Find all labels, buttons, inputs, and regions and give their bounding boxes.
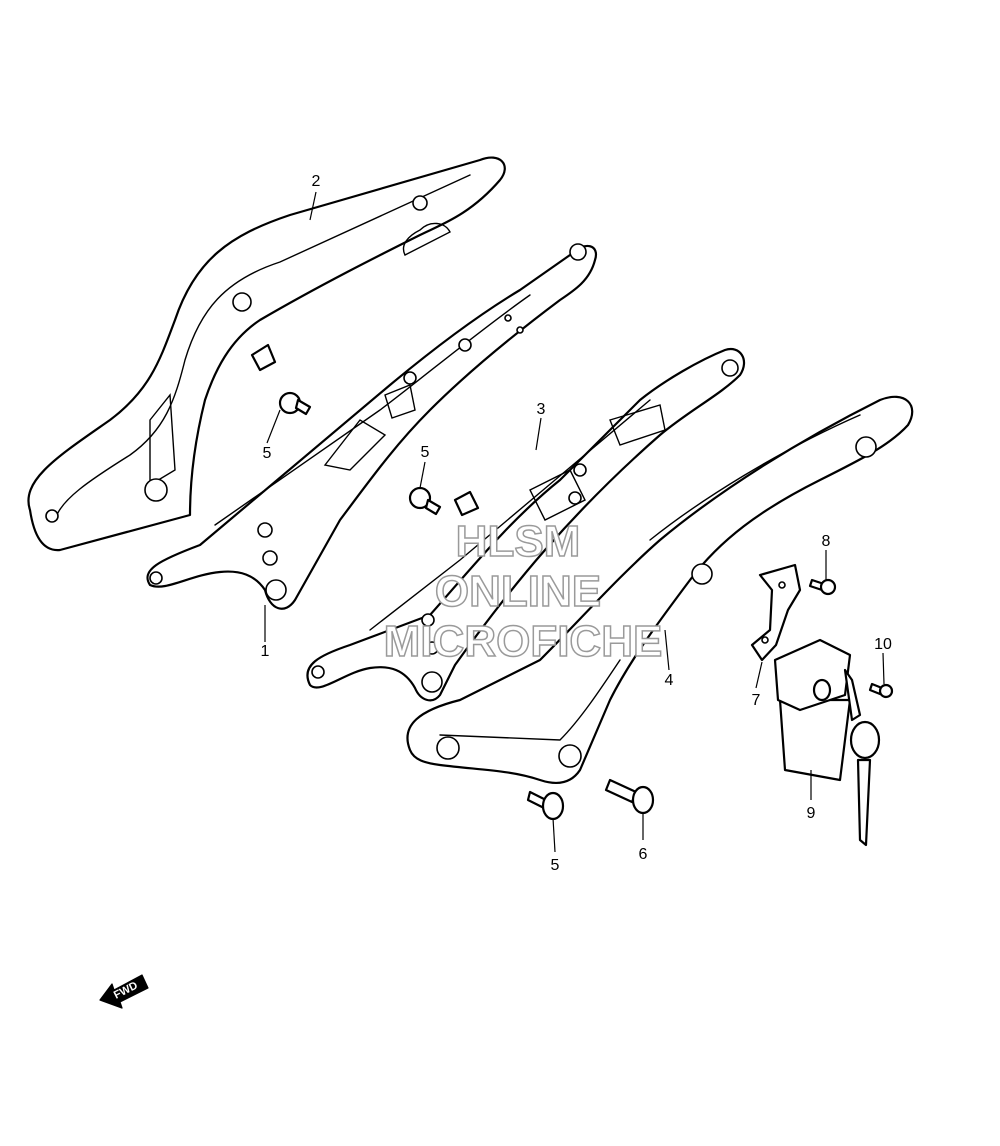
callout-5b: 5: [421, 444, 430, 461]
callout-5c: 5: [551, 857, 560, 874]
part-1-seat-rail: [146, 243, 598, 610]
leader-lines: [264, 191, 885, 853]
callout-8: 8: [822, 533, 831, 550]
bolt-6: [604, 778, 655, 815]
watermark-line-2: ONLINE: [435, 567, 601, 616]
watermark-line-1: HLSM: [456, 517, 581, 566]
callout-3: 3: [537, 401, 546, 418]
callout-9: 9: [807, 805, 816, 822]
callout-6: 6: [639, 846, 648, 863]
watermark-line-3: MICROFICHE: [384, 617, 663, 666]
callout-10: 10: [874, 636, 892, 653]
bolt-5c: [526, 790, 565, 821]
part-3-seat-rail: [306, 347, 746, 702]
part-7-bracket: [750, 563, 802, 662]
callout-1: 1: [261, 643, 270, 660]
callout-4: 4: [665, 672, 674, 689]
part-4-rail-cover: [406, 395, 914, 785]
callout-7: 7: [752, 692, 761, 709]
forward-direction-arrow: FWD: [99, 974, 149, 1009]
callout-2: 2: [312, 173, 321, 190]
bolt-5b: [408, 486, 442, 516]
screw-10: [868, 682, 894, 699]
screw-8: [808, 578, 837, 596]
part-9-lock-set: [773, 638, 881, 847]
bolt-5a: [278, 391, 312, 416]
callout-5a: 5: [263, 445, 272, 462]
part-2-rail-cover: [27, 156, 506, 552]
